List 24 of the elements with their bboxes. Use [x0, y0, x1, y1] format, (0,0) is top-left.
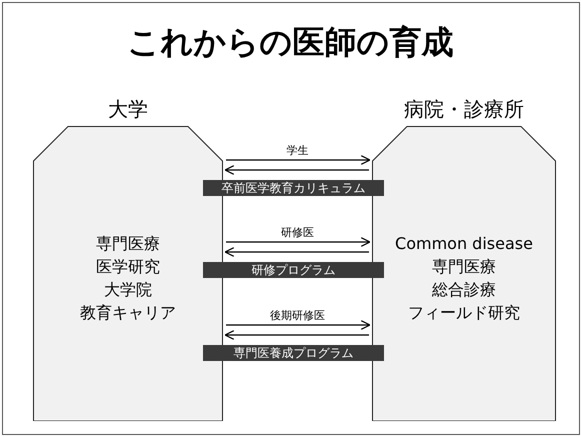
program-bar: 研修プログラム	[203, 262, 384, 278]
block-item: 教育キャリア	[79, 302, 177, 324]
program-bar: 卒前医学教育カリキュラム	[203, 180, 384, 196]
block-item: 専門医療	[95, 232, 161, 254]
program-bar: 専門医養成プログラム	[203, 345, 384, 361]
arrow	[226, 236, 370, 248]
block-item: 専門医療	[431, 256, 497, 278]
block-item: 医学研究	[95, 256, 161, 278]
block-item: 総合診療	[431, 278, 497, 300]
edge-label: 後期研修医	[268, 309, 327, 322]
arrow	[224, 246, 369, 258]
block-item: Common disease	[394, 232, 534, 254]
arrow	[226, 320, 370, 330]
slide-title: これからの医師の育成	[126, 22, 454, 62]
edge-label: 学生	[284, 144, 310, 157]
arrow	[224, 164, 369, 176]
block-heading: 大学	[107, 96, 149, 122]
block-item: 大学院	[103, 278, 153, 300]
block-heading: 病院・診療所	[403, 96, 525, 122]
edge-label: 研修医	[279, 226, 316, 239]
arrow	[226, 154, 370, 166]
arrow	[224, 330, 369, 340]
organization-block	[372, 96, 556, 421]
block-item: フィールド研究	[407, 302, 521, 324]
